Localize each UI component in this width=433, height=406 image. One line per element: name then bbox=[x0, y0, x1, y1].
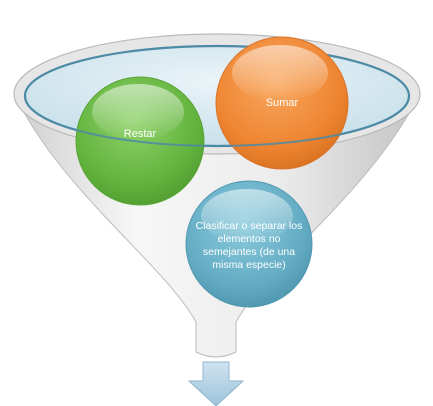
restar-label: Restar bbox=[123, 128, 157, 141]
sumar-label: Sumar bbox=[265, 97, 299, 110]
circle-sumar bbox=[215, 36, 349, 170]
down-arrow-icon bbox=[187, 361, 245, 406]
funnel-rim-front bbox=[24, 95, 410, 147]
clasificar-label: Clasificar o separar los elementos no se… bbox=[195, 220, 303, 271]
circle-clasificar bbox=[185, 180, 313, 308]
